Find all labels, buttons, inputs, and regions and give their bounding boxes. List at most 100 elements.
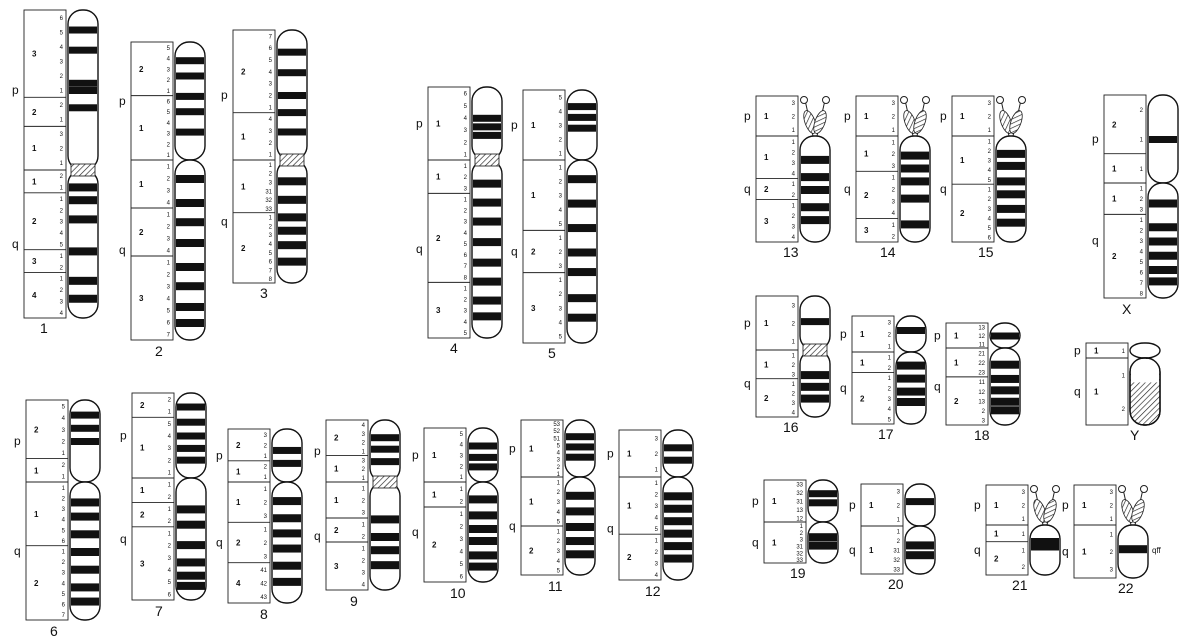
band-number: 2 [1140,197,1144,203]
dark-band [809,499,837,506]
band-number: 2 [655,550,659,556]
region-number: 1 [627,450,632,459]
band-number: 4 [460,443,464,449]
dark-band [278,241,306,249]
dark-band [664,517,692,525]
dark-band [566,492,594,500]
band-number: 3 [655,436,659,442]
dark-band [664,444,692,451]
region-number: 1 [994,529,999,538]
dark-band [568,175,596,183]
band-number: 1 [464,286,468,292]
chromosome-number: 14 [880,244,896,260]
band-number: 3 [988,101,992,107]
p-arm-label: p [607,447,614,461]
region-number: 1 [236,467,241,476]
band-number: 32 [796,491,803,497]
band-number: 2 [557,465,561,471]
band-number: 3 [62,571,66,577]
dark-band [176,175,204,183]
band-number: 3 [888,321,892,327]
dark-band [1119,545,1147,553]
region-number: 2 [334,434,339,443]
band-number: 1 [464,164,468,170]
dark-band [71,513,99,521]
dark-band [469,563,497,571]
dark-band [901,177,929,185]
region-number: 1 [531,121,536,130]
q-arm-label: q [412,525,419,539]
band-number: 5 [168,580,172,586]
band-number: 1 [269,153,273,159]
band-number: 1 [167,153,171,159]
band-number: 2 [168,495,172,501]
dark-band [1149,277,1177,285]
dark-band [997,219,1025,227]
band-number: 3 [464,128,468,134]
dark-band [566,523,594,531]
band-number: 31 [893,549,900,555]
dark-band [991,361,1019,369]
band-number: 1 [60,186,64,192]
band-number: 3 [264,514,268,520]
q-arm-label: q [744,377,751,391]
band-number: 3 [557,500,561,506]
dark-band [568,125,596,132]
band-number: 4 [362,583,366,589]
band-number: 5 [557,520,561,526]
chromosome-number: 11 [548,578,563,594]
band-number: 3 [1110,490,1114,496]
dark-band [69,215,97,223]
region-number: 2 [764,394,769,403]
region-number: 1 [529,498,534,507]
band-scale [986,485,1028,575]
band-number: 1 [655,538,659,544]
p-arm-label: p [314,444,321,458]
p-arm-label: p [752,494,759,508]
chr-13: 13211123421231234pq13 [744,96,830,260]
band-number: 7 [1140,281,1144,287]
band-number: 4 [892,211,896,217]
band-number: 3 [362,458,366,464]
dark-band [801,395,829,403]
band-number: 31 [265,189,272,195]
band-number: 13 [978,399,985,405]
band-number: 2 [792,363,796,369]
dark-band [177,582,205,590]
band-number: 2 [888,387,892,393]
dark-band [473,259,501,267]
region-number: 1 [860,330,865,339]
band-number: 4 [167,121,171,127]
band-number: 2 [60,265,64,271]
dark-band [1149,252,1177,260]
band-number: 1 [888,345,892,351]
band-number: 3 [559,194,563,200]
chromosome-number: 4 [450,340,458,356]
q-arm-label: q [849,543,856,557]
region-number: 3 [864,226,869,235]
chr-16: 1321112321234pq16 [744,296,830,435]
p-arm-label: p [974,498,981,512]
dark-band [176,319,204,327]
band-number: 3 [792,101,796,107]
band-number: 1 [792,182,796,188]
band-number: 2 [557,490,561,496]
region-number: 1 [1112,164,1117,173]
dark-band [71,438,99,445]
dark-band [901,195,929,203]
dark-band [177,558,205,566]
band-number: 2 [167,177,171,183]
region-number: 3 [32,50,37,59]
dark-band [469,443,497,450]
band-number: 1 [1140,167,1144,173]
p-arm-label: p [1074,344,1081,358]
band-number: 3 [888,397,892,403]
band-number: 2 [1140,108,1144,114]
dark-band [566,507,594,515]
chromosome-number: X [1122,301,1132,317]
band-number: 2 [559,292,563,298]
dark-band [906,541,934,549]
chromosome-number: 5 [548,345,556,361]
band-number: 6 [269,46,273,52]
band-number: 1 [62,486,66,492]
